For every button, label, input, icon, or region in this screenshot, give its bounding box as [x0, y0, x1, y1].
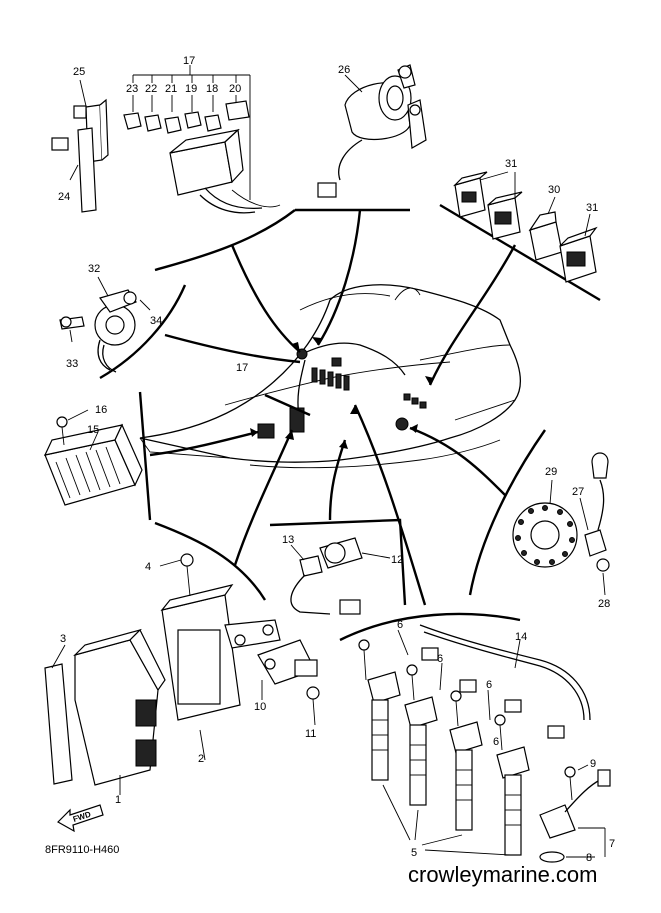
callout-29: 29	[545, 466, 557, 478]
pressure-sensor	[290, 537, 391, 615]
ignition-coil-1	[358, 639, 401, 781]
ignition-coil-2	[404, 664, 438, 806]
ecu-unit	[44, 628, 166, 795]
fuse-box-assembly	[123, 65, 281, 214]
cable-straps	[51, 79, 109, 213]
callout-23: 23	[126, 83, 138, 95]
callout-31a: 31	[505, 158, 517, 170]
callout-10: 10	[254, 701, 266, 713]
ignition-coil-3	[449, 690, 483, 831]
callout-2: 2	[198, 753, 204, 765]
callout-6d: 6	[493, 736, 499, 748]
ignition-coil-4	[494, 714, 530, 856]
sensor-wheel-holes	[515, 505, 575, 565]
forward-direction-arrow: FWD	[57, 804, 104, 833]
leader-lines	[149, 209, 517, 606]
callout-13: 13	[282, 534, 294, 546]
callout-22: 22	[145, 83, 157, 95]
callout-34: 34	[150, 315, 162, 327]
map-sensor	[257, 639, 320, 726]
callout-16: 16	[95, 404, 107, 416]
callout-20: 20	[229, 83, 241, 95]
watermark: crowleymarine.com	[408, 862, 598, 887]
callout-6a: 6	[397, 619, 403, 631]
callout-11: 11	[305, 728, 316, 740]
callout-33: 33	[66, 358, 78, 370]
callout-21: 21	[165, 83, 177, 95]
callout-5: 5	[411, 847, 417, 859]
callout-15: 15	[87, 424, 99, 436]
relay-assembly	[452, 171, 598, 283]
temperature-sensor	[539, 764, 611, 863]
ecu-bracket	[159, 553, 281, 761]
callout-12: 12	[391, 554, 403, 566]
callout-1: 1	[115, 794, 121, 806]
callout-27: 27	[572, 486, 584, 498]
callout-18: 18	[206, 83, 218, 95]
sensor-wheel	[512, 452, 610, 596]
diagram-code: 8FR9110-H460	[45, 844, 119, 856]
pickup-coil	[59, 276, 151, 373]
callout-7: 7	[609, 838, 615, 850]
ignition-coils	[358, 629, 530, 856]
callout-3: 3	[60, 633, 66, 645]
group-boundaries	[99, 203, 601, 642]
callout-31b: 31	[586, 202, 598, 214]
hull-wiring-harness	[257, 342, 427, 439]
callout-8: 8	[586, 852, 592, 864]
callout-24: 24	[58, 191, 70, 203]
callout-25: 25	[73, 66, 85, 78]
callout-19: 19	[185, 83, 197, 95]
callout-labels: 1 2 3 4 5 6 6 6 14 7 8 9 10 11 12 13 15 …	[58, 55, 615, 864]
callout-14: 14	[515, 631, 527, 643]
callout-17a: 17	[183, 55, 195, 67]
callout-32: 32	[88, 263, 100, 275]
callout-26: 26	[338, 64, 350, 76]
main-switch	[317, 64, 427, 198]
callout-30: 30	[548, 184, 560, 196]
callout-9: 9	[590, 758, 596, 770]
rectifier-regulator	[43, 409, 143, 506]
callout-4: 4	[145, 561, 151, 573]
coil-wire-harness	[419, 624, 591, 739]
callout-6c: 6	[486, 679, 492, 691]
callout-28: 28	[598, 598, 610, 610]
callout-17b: 17	[236, 362, 248, 374]
callout-6b: 6	[437, 653, 443, 665]
